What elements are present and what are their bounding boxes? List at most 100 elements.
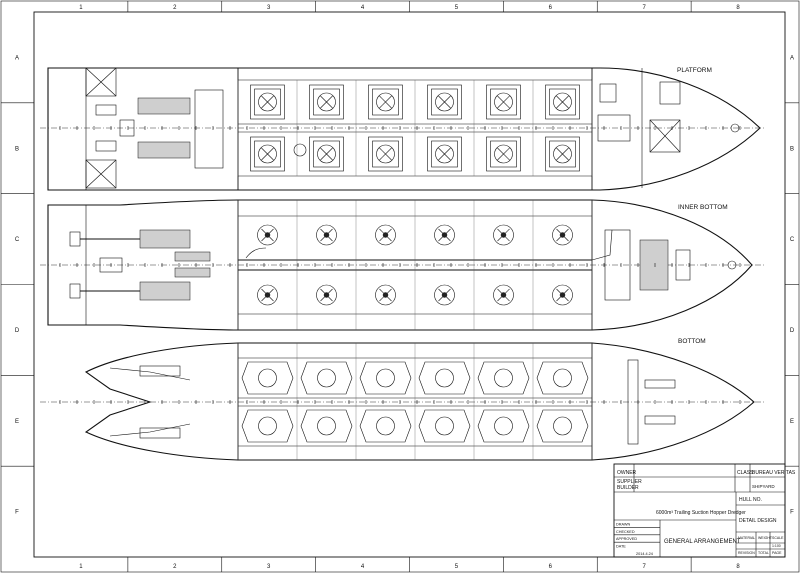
row-marker-right: B xyxy=(790,146,794,152)
platform-pump-room xyxy=(597,114,631,142)
bottom-door xyxy=(359,361,412,395)
valve-wheel xyxy=(317,144,336,164)
row-marker-left: A xyxy=(15,55,19,61)
hatch-square xyxy=(250,136,285,172)
page-label: PAGE xyxy=(772,551,782,555)
bottom-door xyxy=(241,361,294,395)
column-marker-top: 7 xyxy=(643,5,647,11)
column-marker-top: 3 xyxy=(267,5,271,11)
column-marker-top: 1 xyxy=(79,5,83,11)
column-marker-top: 6 xyxy=(549,5,553,11)
bottom-door xyxy=(477,409,530,443)
hatch-square xyxy=(486,84,521,120)
bottom-valve xyxy=(316,284,337,306)
row-marker-right: D xyxy=(790,328,795,334)
valve-wheel xyxy=(494,92,513,112)
platform-main-engine-port xyxy=(137,97,191,115)
column-marker-top: 5 xyxy=(455,5,459,11)
hatch-square xyxy=(309,136,344,172)
bottom-door xyxy=(241,409,294,443)
sign-label: CHECKED xyxy=(616,530,635,534)
valve-wheel xyxy=(553,144,572,164)
platform-hull-outline xyxy=(47,67,761,191)
bottom-valve xyxy=(552,284,573,306)
hatch-square xyxy=(545,84,580,120)
bottom-valve xyxy=(434,284,455,306)
inner-bottom-hopper-valves xyxy=(237,200,593,330)
platform-view-title: PLATFORM xyxy=(677,67,712,74)
bottom-valve xyxy=(257,224,278,246)
inner-bottom-main-engine-stbd xyxy=(139,281,191,301)
bottom-valve xyxy=(434,224,455,246)
bottom-valve xyxy=(316,224,337,246)
bottom-hopper-doors xyxy=(237,343,593,460)
hatch-square xyxy=(250,84,285,120)
row-marker-left: C xyxy=(15,237,20,243)
project-title: 6000m³ Trailing Suction Hopper Dredger xyxy=(656,510,746,516)
bottom-door xyxy=(359,409,412,443)
row-marker-left: F xyxy=(15,510,19,516)
sign-label: DATE xyxy=(616,545,626,549)
row-marker-right: F xyxy=(790,510,794,516)
bottom-valve xyxy=(375,224,396,246)
bottom-door xyxy=(300,361,353,395)
hatch-square xyxy=(427,136,462,172)
hatch-square xyxy=(427,84,462,120)
bottom-view-title: BOTTOM xyxy=(678,338,706,345)
title-block: OWNER SUPPLIER BUILDER CLASS BUREAU VERI… xyxy=(613,463,796,558)
supplier-label: SUPPLIER xyxy=(617,479,642,485)
valve-wheel xyxy=(317,92,336,112)
bottom-door xyxy=(536,361,589,395)
scale-label: SCALE xyxy=(772,536,784,540)
column-marker-bottom: 7 xyxy=(643,564,647,570)
bottom-valve xyxy=(493,284,514,306)
inner-bottom-main-engine-port xyxy=(139,229,191,249)
column-marker-top: 8 xyxy=(736,5,740,11)
revision-label: REVISION xyxy=(738,551,755,555)
hatch-square xyxy=(486,136,521,172)
platform-hopper-doors xyxy=(237,80,593,176)
total-label: TOTAL xyxy=(758,551,769,555)
hatch-square xyxy=(368,136,403,172)
row-marker-right: C xyxy=(790,237,795,243)
hull-no-label: HULL NO. xyxy=(739,497,762,503)
column-marker-top: 2 xyxy=(173,5,177,11)
platform-view: PLATFORM xyxy=(40,67,765,191)
row-marker-right: A xyxy=(790,55,794,61)
class-value: BUREAU VERITAS xyxy=(752,470,796,476)
inner-bottom-view-title: INNER BOTTOM xyxy=(678,204,728,211)
column-marker-bottom: 3 xyxy=(267,564,271,570)
row-marker-left: D xyxy=(15,328,20,334)
hatch-square xyxy=(545,136,580,172)
row-marker-left: E xyxy=(15,419,19,425)
bottom-door xyxy=(418,361,471,395)
weight-label: WEIGHT xyxy=(758,536,773,540)
column-marker-top: 4 xyxy=(361,5,365,11)
sign-label: APPROVED xyxy=(616,537,637,541)
inner-bottom-dredge-pump xyxy=(639,239,669,291)
valve-wheel xyxy=(376,92,395,112)
column-marker-bottom: 5 xyxy=(455,564,459,570)
valve-wheel xyxy=(258,92,277,112)
bottom-valve xyxy=(493,224,514,246)
platform-control-room xyxy=(194,89,224,169)
sign-label: DRAWN xyxy=(616,522,630,526)
column-marker-bottom: 4 xyxy=(361,564,365,570)
valve-wheel xyxy=(376,144,395,164)
valve-wheel xyxy=(258,144,277,164)
inner-bottom-view: INNER BOTTOM xyxy=(40,199,765,331)
bottom-view: BOTTOM xyxy=(40,338,765,461)
drawing-title: GENERAL ARRANGEMENT xyxy=(664,539,741,545)
hatch-square xyxy=(368,84,403,120)
column-marker-bottom: 1 xyxy=(79,564,83,570)
stage-label: DETAIL DESIGN xyxy=(739,518,777,524)
bottom-door xyxy=(300,409,353,443)
platform-main-engine-stbd xyxy=(137,141,191,159)
hatch-square xyxy=(309,84,344,120)
row-marker-left: B xyxy=(15,146,19,152)
scale-value: 1:100 xyxy=(772,544,781,548)
bottom-door xyxy=(536,409,589,443)
owner-label: OWNER xyxy=(617,470,637,476)
